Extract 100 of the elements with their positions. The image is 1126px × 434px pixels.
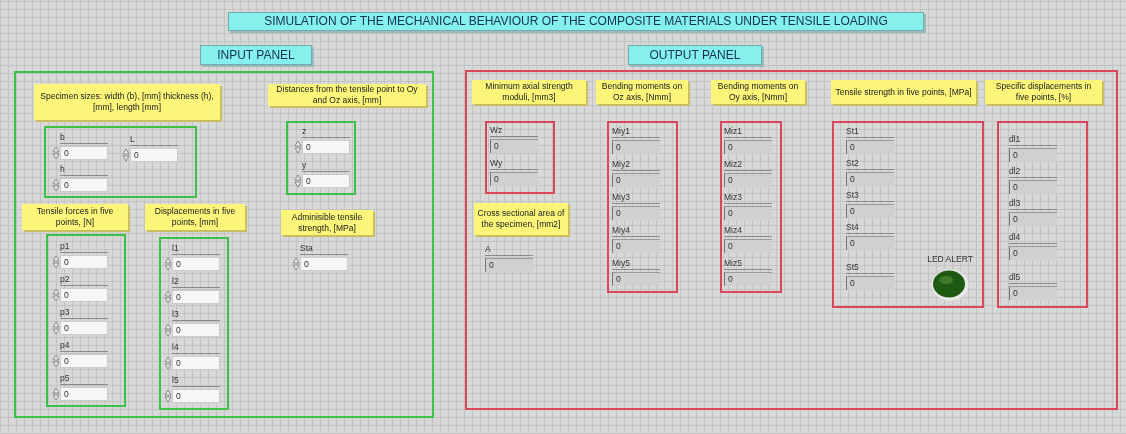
numeric-indicator-field: 0 [490, 139, 538, 153]
group-frame [46, 234, 126, 407]
panel-frame [14, 71, 434, 418]
numeric-indicator-field: 0 [485, 258, 533, 272]
caption-note: Bending moments on Oz axis, [Nmm] [596, 80, 688, 104]
indicator-label: dl5 [1009, 272, 1021, 282]
control-label: l2 [172, 276, 179, 286]
control-label: b [60, 132, 65, 142]
indicator-label: St2 [846, 158, 859, 168]
group-frame [286, 121, 356, 195]
numeric-input-field: 0 [172, 290, 220, 304]
indicator-label: Miy3 [612, 192, 630, 202]
control-label: l1 [172, 243, 179, 253]
caption-note: Bending moments on Oy axis, [Nmm] [711, 80, 805, 104]
indicator-label: Miy1 [612, 126, 630, 136]
panel-heading: INPUT PANEL [200, 45, 312, 65]
caption-note: Cross sectional area of the specimen, [mm2] [474, 203, 568, 235]
numeric-indicator-field: 0 [724, 140, 772, 154]
indicator-label: St3 [846, 190, 859, 200]
group-frame [720, 121, 782, 293]
caption-note: Adminisible tensile strength, [MPa] [281, 210, 373, 235]
led-label: LED ALERT [926, 254, 974, 264]
numeric-input-field: 0 [60, 255, 108, 269]
numeric-indicator-field: 0 [1009, 180, 1057, 194]
numeric-indicator-field: 0 [612, 206, 660, 220]
control-label: h [60, 164, 65, 174]
numeric-indicator-field: 0 [846, 140, 894, 154]
numeric-input-field: 0 [172, 323, 220, 337]
indicator-label: Miz3 [724, 192, 742, 202]
indicator-label: Miz4 [724, 225, 742, 235]
numeric-indicator-field: 0 [846, 236, 894, 250]
control-label: p1 [60, 241, 70, 251]
numeric-indicator-field: 0 [724, 173, 772, 187]
control-label: y [302, 160, 307, 170]
numeric-indicator-field: 0 [1009, 286, 1057, 300]
caption-note: Minimum axial strength moduli, [mm3] [472, 80, 586, 104]
indicator-label: dl3 [1009, 198, 1021, 208]
group-frame [485, 121, 555, 194]
indicator-label: Miz1 [724, 126, 742, 136]
control-label: l3 [172, 309, 179, 319]
numeric-indicator-field: 0 [612, 140, 660, 154]
group-frame [997, 121, 1088, 308]
numeric-indicator-field: 0 [724, 206, 772, 220]
numeric-input-field: 0 [60, 354, 108, 368]
numeric-indicator-field: 0 [490, 172, 538, 186]
numeric-indicator-field: 0 [724, 272, 772, 286]
indicator-label: Miz5 [724, 258, 742, 268]
numeric-input-field: 0 [60, 146, 108, 160]
numeric-indicator-field: 0 [612, 239, 660, 253]
caption-note: Distances from the tensile point to Oy and Oz axis, [mm] [268, 84, 426, 106]
group-frame [832, 121, 984, 308]
indicator-label: St5 [846, 262, 859, 272]
control-label: p3 [60, 307, 70, 317]
indicator-label: dl1 [1009, 134, 1021, 144]
panel-frame [465, 70, 1118, 410]
caption-note: Tensile strength in five points, [MPa] [831, 80, 976, 104]
numeric-input-field: 0 [172, 257, 220, 271]
indicator-label: Miy2 [612, 159, 630, 169]
indicator-label: Miy4 [612, 225, 630, 235]
numeric-input-field: 0 [172, 356, 220, 370]
control-label: p4 [60, 340, 70, 350]
indicator-label: A [485, 244, 491, 254]
numeric-indicator-field: 0 [846, 276, 894, 290]
control-label: p2 [60, 274, 70, 284]
indicator-label: dl2 [1009, 166, 1021, 176]
control-label: L [130, 134, 135, 144]
numeric-indicator-field: 0 [846, 204, 894, 218]
group-frame [44, 126, 197, 198]
numeric-input-field: 0 [60, 178, 108, 192]
control-label: p5 [60, 373, 70, 383]
indicator-label: dl4 [1009, 232, 1021, 242]
control-label: l4 [172, 342, 179, 352]
numeric-input-field: 0 [130, 148, 178, 162]
numeric-input-field: 0 [300, 257, 348, 271]
control-label: z [302, 126, 307, 136]
numeric-indicator-field: 0 [1009, 212, 1057, 226]
indicator-label: Wz [490, 125, 503, 135]
numeric-input-field: 0 [172, 389, 220, 403]
numeric-indicator-field: 0 [1009, 148, 1057, 162]
control-label: Sta [300, 243, 313, 253]
numeric-input-field: 0 [302, 174, 350, 188]
panel-heading: OUTPUT PANEL [628, 45, 762, 65]
indicator-label: St1 [846, 126, 859, 136]
numeric-indicator-field: 0 [612, 173, 660, 187]
caption-note: Tensile forces in five points, [N] [22, 204, 128, 230]
indicator-label: Wy [490, 158, 503, 168]
group-frame [159, 237, 229, 410]
numeric-input-field: 0 [60, 321, 108, 335]
numeric-input-field: 0 [60, 288, 108, 302]
group-frame [607, 121, 678, 293]
caption-note: Specimen sizes: width (b), [mm] thickness (h), [mm], length [mm] [34, 84, 220, 120]
numeric-indicator-field: 0 [846, 172, 894, 186]
control-label: l5 [172, 375, 179, 385]
numeric-input-field: 0 [60, 387, 108, 401]
caption-note: Displacements in five points, [mm] [145, 204, 245, 230]
caption-note: Specific displacements in five points, [%] [985, 80, 1102, 104]
numeric-indicator-field: 0 [724, 239, 772, 253]
indicator-label: St4 [846, 222, 859, 232]
indicator-label: Miz2 [724, 159, 742, 169]
numeric-indicator-field: 0 [612, 272, 660, 286]
